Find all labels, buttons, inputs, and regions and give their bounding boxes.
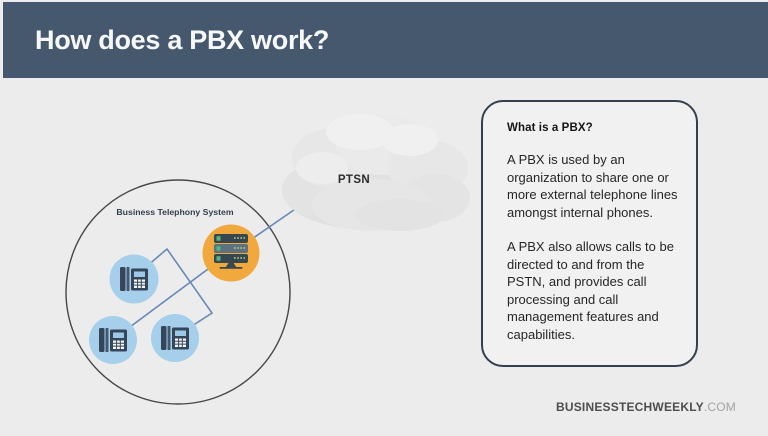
system-label: Business Telephony System [116,207,233,217]
phone-node-2 [89,316,137,364]
pbx-server-node [202,224,260,282]
desk-phone-icon [98,327,128,353]
info-box-paragraph: A PBX also allows calls to be directed t… [507,239,674,342]
cloud-label: PTSN [338,174,370,186]
phone-node-3 [151,314,199,362]
desk-phone-icon [119,266,149,292]
brand-tld: .COM [703,400,736,414]
info-box: What is a PBX? A PBX is used by an organ… [481,100,698,367]
info-box-paragraph: A PBX is used by an organization to shar… [507,152,678,220]
header-band: How does a PBX work? [3,2,768,78]
info-box-heading: What is a PBX? [507,122,593,134]
brand-name: BUSINESSTECHWEEKLY [556,400,704,414]
pstn-cloud: PTSN [282,114,470,231]
desk-phone-icon [160,325,190,351]
page-title: How does a PBX work? [35,24,330,55]
business-system-circle: Business Telephony System [65,179,291,405]
phone-node-1 [109,254,159,304]
phone-elbow-connector [139,247,214,336]
footer-brand: BUSINESSTECHWEEKLY.COM [556,400,736,414]
